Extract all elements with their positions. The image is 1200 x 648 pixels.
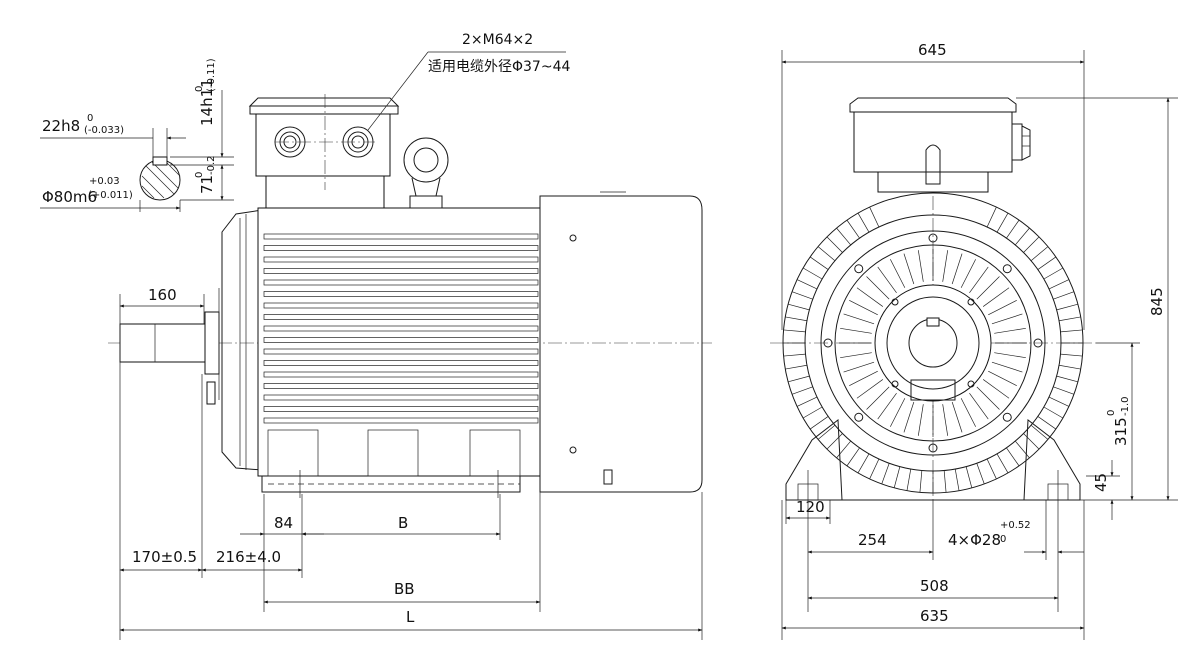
bolt-ring [823,233,1043,453]
end-key [926,317,940,327]
cable-range-label: 适用电缆外径Φ37~44 [428,59,570,75]
dim-half-spacing: 254 [858,531,887,549]
end-terminal-box [853,111,1013,173]
key-slot [152,156,168,166]
dim-overall-width: 645 [918,41,947,59]
dim-shaft-height: 315 [1112,417,1130,446]
shaft-depth-label: 71 [198,175,216,194]
svg-text:+0.52: +0.52 [1000,520,1031,531]
terminal-box-lid [249,105,399,115]
bearing-hub [874,284,992,402]
side-view [108,94,712,498]
dim-L: L [406,608,415,626]
shaft [119,323,206,363]
fan-cover [539,195,703,493]
dim-shaft-length: 160 [148,286,177,304]
svg-text:0: 0 [194,172,205,178]
side-view-dimensions: 160 84 B 170±0.5 216±4.0 BB L [119,286,703,640]
dim-B: B [398,514,408,532]
dim-foot-width: 84 [274,514,293,532]
end-view [770,97,1096,501]
svg-text:0: 0 [194,86,205,92]
svg-text:(-0.033): (-0.033) [84,125,124,136]
motor-frame [257,207,541,477]
radial-fins [783,206,1083,493]
svg-text:0: 0 [1000,534,1006,545]
end-terminal-lid [849,97,1017,113]
svg-text:-1.0: -1.0 [1120,396,1131,416]
lifting-eye [403,137,449,209]
svg-text:0: 0 [87,113,93,124]
svg-text:(-0.11): (-0.11) [206,58,217,92]
dim-foot-thickness: 45 [1092,473,1110,492]
dim-foot-pad: 120 [796,498,825,516]
key-height-label: 14h11 [198,78,216,126]
cooling-fins [263,233,539,424]
shaft-shoulder [204,311,220,375]
end-lifting-eye [925,144,941,185]
cable-thread-label: 2×M64×2 [462,32,533,48]
dim-overall-height: 845 [1148,287,1166,316]
front-end-shield [221,209,263,471]
dim-holes: 4×Φ28 [948,531,1001,549]
svg-text:(+0.011): (+0.011) [88,190,133,201]
dim-shaft-offset: 170±0.5 [132,548,197,566]
end-foot-right [1023,419,1081,501]
svg-text:0: 0 [1106,410,1117,416]
dim-BB: BB [394,580,415,598]
svg-text:+0.03: +0.03 [89,176,120,187]
terminal-box [255,113,391,177]
end-foot-left [785,419,843,501]
end-cable-gland [1011,123,1031,161]
svg-text:-0.2: -0.2 [206,155,217,175]
end-shield-ribs [839,249,1027,437]
shaft-section-detail: 22h8 0 (-0.033) Φ80m6 +0.03 (+0.011) 14h… [40,58,234,212]
shaft-diameter-label: Φ80m6 [42,188,97,206]
dim-mount-spacing: 508 [920,577,949,595]
cable-note: 2×M64×2 适用电缆外径Φ37~44 [367,32,570,131]
key-width-label: 22h8 [42,117,80,135]
dim-base-width: 635 [920,607,949,625]
dim-foot-offset: 216±4.0 [216,548,281,566]
end-shield [820,230,1046,456]
end-view-dimensions: 645 845 315 0 -1.0 45 120 254 4×Φ28 +0.5… [781,41,1178,640]
